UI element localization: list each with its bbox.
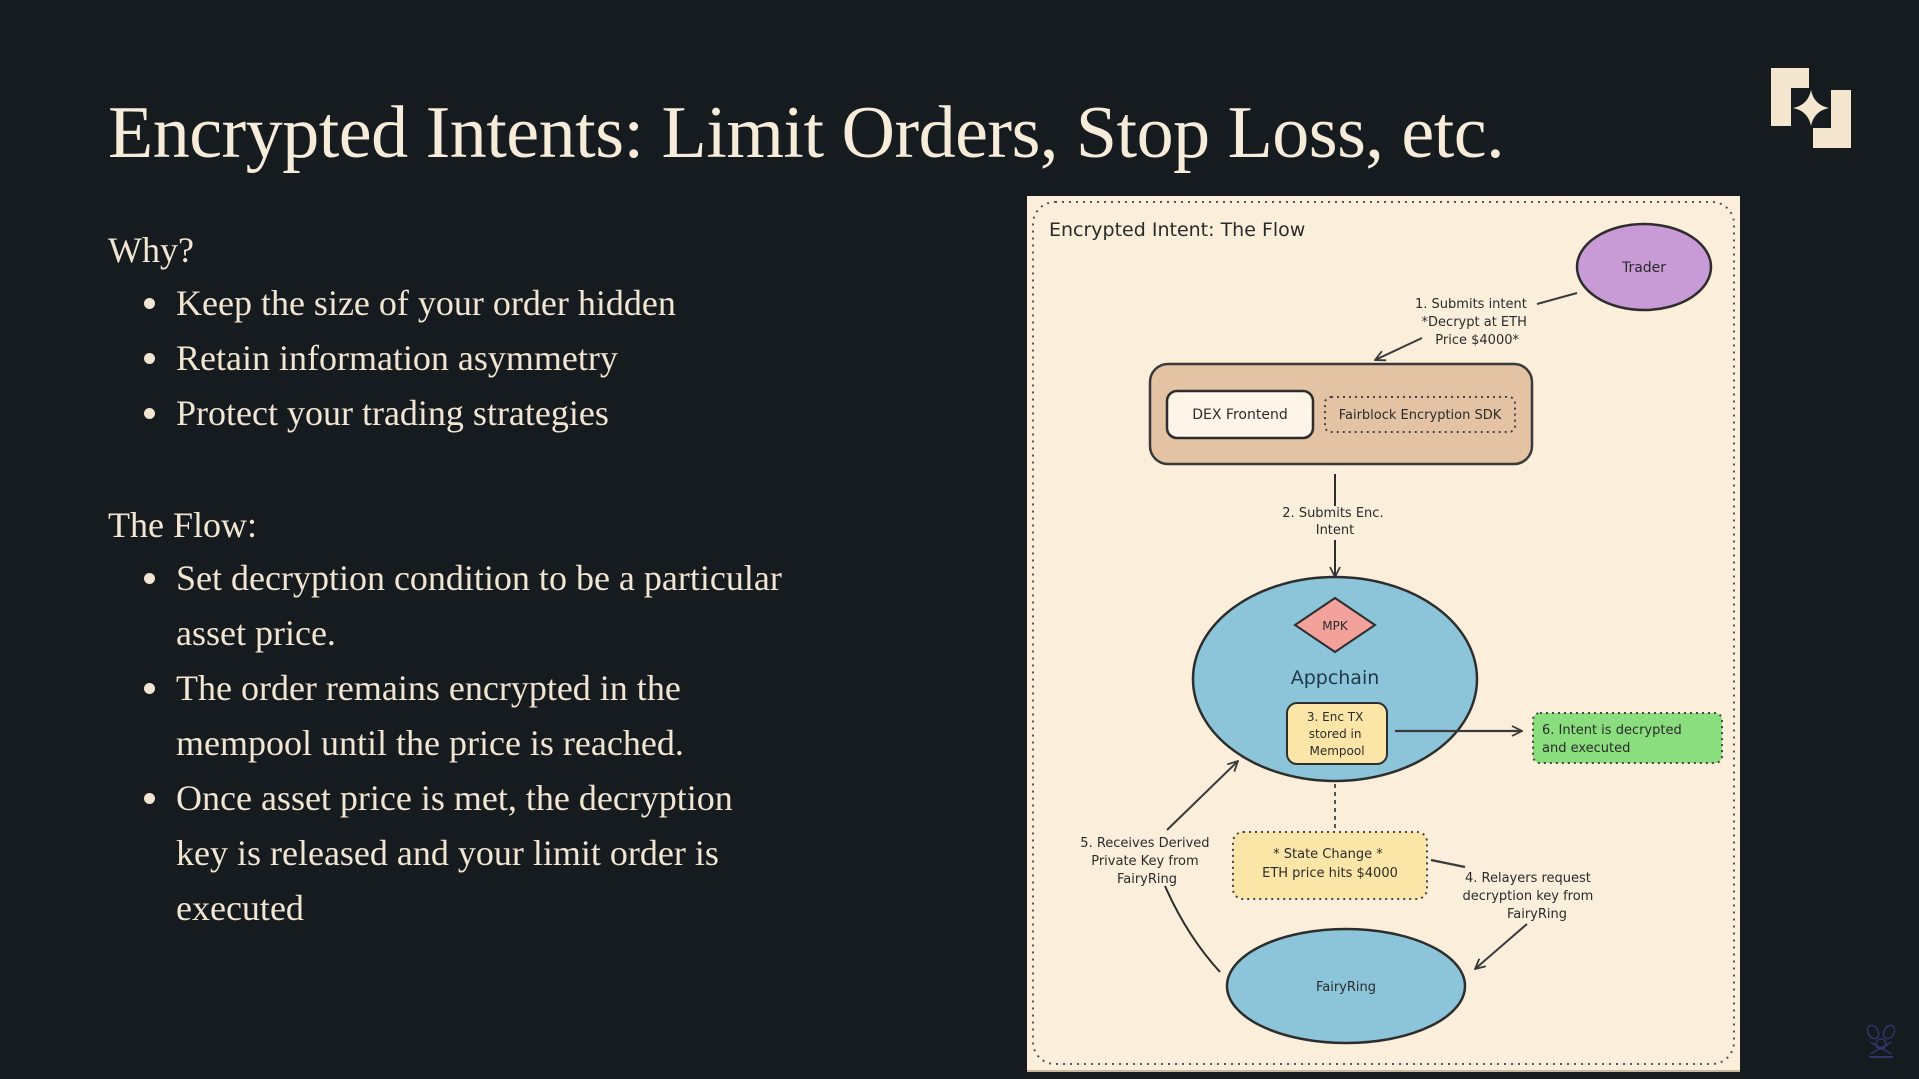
step4-connector bbox=[1430, 858, 1466, 869]
flow-diagram-canvas: Encrypted Intent: The Flow Trader 1. Sub… bbox=[1032, 201, 1735, 1065]
fairyring-node bbox=[1225, 927, 1467, 1045]
dex-frontend-node bbox=[1165, 389, 1315, 440]
flow-bullet: The order remains encrypted in the mempo… bbox=[140, 661, 776, 771]
state-change-label: * State Change * ETH price hits $4000 bbox=[1262, 847, 1398, 881]
step2-label: 2. Submits Enc. Intent bbox=[1282, 506, 1387, 538]
executed-label: 6. Intent is decrypted and executed bbox=[1542, 723, 1686, 756]
diagram-title: Encrypted Intent: The Flow bbox=[1049, 219, 1305, 241]
fairblock-logo-icon bbox=[1771, 68, 1851, 148]
bullet-dot-icon bbox=[144, 683, 155, 694]
why-bullet-list: Keep the size of your order hidden Retai… bbox=[140, 276, 816, 441]
mempool-node bbox=[1286, 702, 1388, 765]
flow-heading: The Flow: bbox=[108, 505, 257, 545]
step1-arrow bbox=[1375, 337, 1423, 360]
trader-node bbox=[1575, 222, 1713, 312]
bunny-rackets-watermark-icon bbox=[1866, 1024, 1896, 1058]
why-bullet: Keep the size of your order hidden bbox=[140, 276, 816, 331]
bullet-dot-icon bbox=[144, 353, 155, 364]
bullet-dot-icon bbox=[144, 793, 155, 804]
bullet-dot-icon bbox=[144, 408, 155, 419]
dex-frontend-label: DEX Frontend bbox=[1192, 407, 1287, 423]
mpk-node bbox=[1293, 596, 1377, 654]
flow-diagram: Encrypted Intent: The Flow Trader 1. Sub… bbox=[1027, 196, 1740, 1070]
step5-label: 5. Receives Derived Private Key from Fai… bbox=[1080, 836, 1213, 887]
flow-bullet: Set decryption condition to be a particu… bbox=[140, 551, 816, 661]
sdk-node bbox=[1324, 396, 1516, 433]
slide-title: Encrypted Intents: Limit Orders, Stop Lo… bbox=[108, 92, 1505, 174]
edge-trader-connector bbox=[1536, 292, 1578, 305]
step1-label: 1. Submits intent *Decrypt at ETH Price … bbox=[1415, 297, 1531, 348]
why-heading: Why? bbox=[108, 230, 194, 270]
state-change-node bbox=[1232, 831, 1428, 900]
why-bullet: Retain information asymmetry bbox=[140, 331, 816, 386]
why-bullet: Protect your trading strategies bbox=[140, 386, 816, 441]
executed-node bbox=[1532, 712, 1723, 764]
trader-label: Trader bbox=[1621, 260, 1666, 276]
mpk-label: MPK bbox=[1322, 619, 1349, 633]
sdk-label: Fairblock Encryption SDK bbox=[1339, 408, 1502, 423]
bullet-dot-icon bbox=[144, 573, 155, 584]
diagram-frame bbox=[1032, 201, 1735, 1065]
step5-line bbox=[1164, 885, 1221, 973]
step4-arrow bbox=[1475, 923, 1528, 969]
fairyring-label: FairyRing bbox=[1316, 980, 1376, 995]
flow-bullet: Once asset price is met, the decryption … bbox=[140, 771, 776, 936]
bullet-dot-icon bbox=[144, 298, 155, 309]
step4-label: 4. Relayers request decryption key from … bbox=[1462, 871, 1597, 922]
flow-bullet-list: Set decryption condition to be a particu… bbox=[140, 551, 816, 936]
appchain-label: Appchain bbox=[1291, 667, 1380, 689]
mempool-label: 3. Enc TX stored in Mempool bbox=[1307, 710, 1367, 758]
step5-arrow bbox=[1166, 761, 1238, 831]
